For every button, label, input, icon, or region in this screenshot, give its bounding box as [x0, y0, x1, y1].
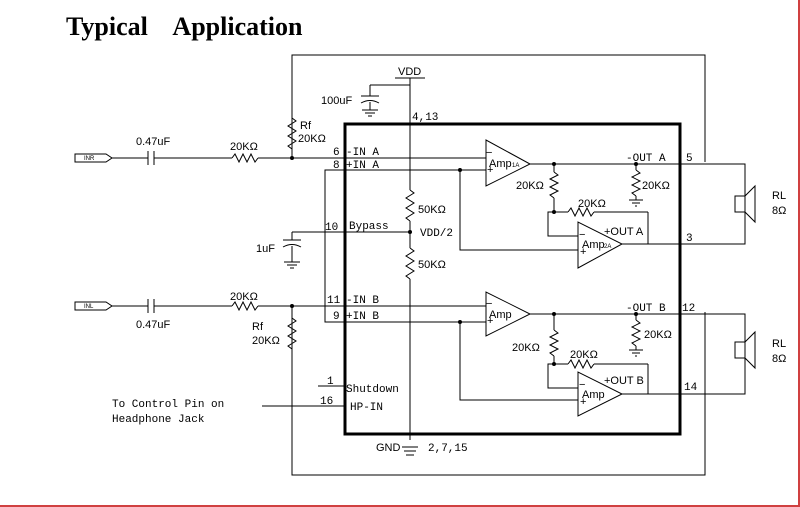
amp-1b: [485, 291, 532, 337]
speaker-a-label: RL: [772, 190, 786, 202]
pin-12: 12: [682, 303, 695, 315]
ra-right: 20KΩ: [642, 180, 670, 192]
input-right-jack: INR: [84, 156, 95, 162]
input-left-path: [74, 299, 345, 350]
amp-2b-plus: +: [580, 396, 586, 408]
label-plus-in-b: +IN B: [346, 311, 379, 323]
rf-right-value: 20KΩ: [298, 133, 326, 145]
pin-9: 9: [333, 311, 340, 323]
amp-2a-label: Amp: [582, 239, 605, 251]
vref-label: VDD/2: [420, 228, 453, 240]
speaker-b-icon: [734, 330, 756, 370]
vdd-pins: 4,13: [412, 112, 438, 124]
amp-1a-plus: +: [487, 164, 493, 176]
rb-left: 20KΩ: [512, 342, 540, 354]
speaker-b-label: RL: [772, 338, 786, 350]
input-left-jack: INL: [84, 304, 94, 310]
speaker-b-value: 8Ω: [772, 353, 786, 365]
control-note-line1: To Control Pin on: [112, 399, 224, 411]
ra-feedback: 20KΩ: [578, 198, 606, 210]
bypass-pin: 10: [325, 222, 338, 234]
input-right-cap: 0.47uF: [136, 136, 171, 148]
control-note-line2: Headphone Jack: [112, 414, 205, 426]
speaker-a-icon: [734, 184, 756, 224]
chip-outline: [343, 122, 682, 436]
amp-1b-plus: +: [487, 315, 493, 327]
pin-14: 14: [684, 382, 698, 394]
out-minus-b: -OUT B: [626, 303, 666, 315]
amp-2a-sub: 2A: [604, 244, 611, 250]
gnd-pins: 2,7,15: [428, 443, 468, 455]
shutdown-label: Shutdown: [346, 384, 399, 396]
label-minus-in-a: -IN A: [346, 147, 379, 159]
rf-left-value: 20KΩ: [252, 335, 280, 347]
input-left-res: 20KΩ: [230, 291, 258, 303]
amp-1b-minus: −: [486, 298, 492, 310]
vdd-cap-value: 100uF: [321, 95, 352, 107]
divider-res-top: 50KΩ: [418, 204, 446, 216]
vdd-label: VDD: [398, 66, 421, 78]
speaker-a-value: 8Ω: [772, 205, 786, 217]
out-plus-a: +OUT A: [604, 226, 644, 238]
pin-16: 16: [320, 396, 333, 408]
window-border-bottom: [0, 505, 800, 507]
channel-a-wiring: [345, 157, 746, 251]
pin-11: 11: [327, 295, 341, 307]
pin-8: 8: [333, 160, 340, 172]
label-minus-in-b: -IN B: [346, 295, 379, 307]
amp-2b-label: Amp: [582, 389, 605, 401]
window-border-right: [798, 0, 800, 507]
rf-right-label: Rf: [300, 120, 312, 132]
pin-6: 6: [333, 147, 340, 159]
bypass-cap: [282, 231, 410, 269]
out-plus-b: +OUT B: [604, 375, 644, 387]
control-wires: [262, 385, 345, 407]
channel-b-wiring: [345, 305, 746, 401]
rb-right: 20KΩ: [644, 329, 672, 341]
amp-1a: [485, 139, 532, 187]
hpin-label: HP-IN: [350, 402, 383, 414]
divider-res-bottom: 50KΩ: [418, 259, 446, 271]
label-plus-in-a: +IN A: [346, 160, 379, 172]
amp-2a-plus: +: [580, 246, 586, 258]
pin-1: 1: [327, 376, 334, 388]
bypass-cap-value: 1uF: [256, 243, 275, 255]
page-title: Typical Application: [66, 12, 303, 41]
amp-1b-label: Amp: [489, 309, 512, 321]
bias-divider: [405, 124, 415, 440]
gnd-symbol: [402, 446, 418, 456]
gnd-label: GND: [376, 442, 401, 454]
amp-2a-minus: −: [579, 229, 585, 241]
amp-2b-minus: −: [579, 379, 585, 391]
ra-left: 20KΩ: [516, 180, 544, 192]
rb-feedback: 20KΩ: [570, 349, 598, 361]
vdd-supply: [360, 77, 425, 124]
plus-input-wires: [324, 169, 345, 323]
bypass-label: Bypass: [349, 221, 389, 233]
amp-2a: [577, 221, 624, 269]
amp-1a-label: Amp: [489, 158, 512, 170]
rf-left-label: Rf: [252, 321, 264, 333]
pin-5: 5: [686, 153, 693, 165]
input-right-path: [74, 117, 345, 165]
pin-3: 3: [686, 233, 693, 245]
input-right-res: 20KΩ: [230, 141, 258, 153]
input-left-cap: 0.47uF: [136, 319, 171, 331]
amp-2b: [577, 371, 624, 417]
out-minus-a: -OUT A: [626, 153, 666, 165]
amp-1a-minus: −: [486, 147, 492, 159]
amp-1a-sub: 1A: [512, 163, 519, 169]
